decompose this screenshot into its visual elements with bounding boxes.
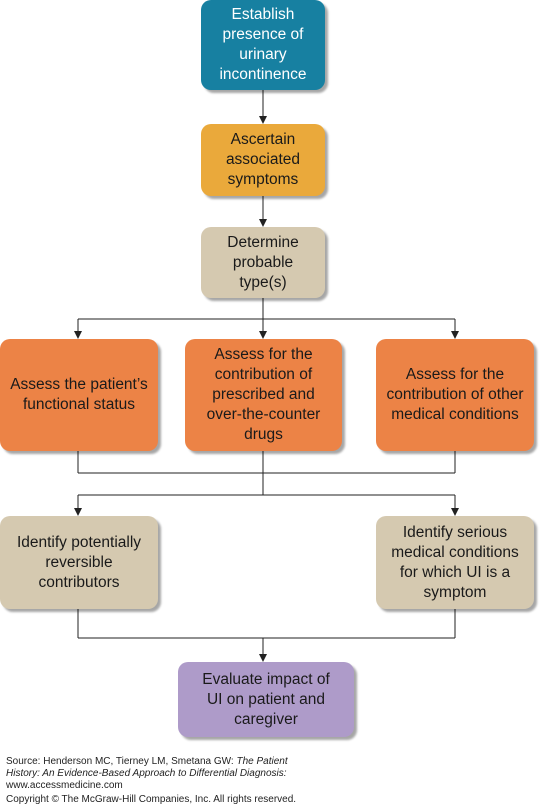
node-identify-reversible: Identify potentially reversible contribu…: [0, 516, 158, 609]
node-ascertain-symptoms: Ascertain associated symptoms: [201, 124, 325, 196]
node-determine-type: Determine probable type(s): [201, 227, 325, 298]
node-assess-drugs: Assess for the contribution of prescribe…: [185, 339, 342, 451]
node-label: Identify serious medical conditions for …: [391, 523, 519, 601]
footer-url: www.accessmedicine.com: [6, 780, 123, 791]
node-assess-functional-status: Assess the patient’s functional status: [0, 339, 158, 451]
node-evaluate-impact: Evaluate impact of UI on patient and car…: [178, 662, 354, 737]
source-prefix: Source: Henderson MC, Tierney LM, Smetan…: [6, 756, 237, 767]
node-label: Assess for the contribution of other med…: [386, 366, 524, 423]
node-label: Identify potentially reversible contribu…: [16, 533, 142, 591]
source-title-1: The Patient: [236, 756, 288, 767]
node-identify-serious-conditions: Identify serious medical conditions for …: [376, 516, 534, 609]
node-label: Ascertain associated symptoms: [225, 131, 301, 188]
node-label: Assess the patient’s functional status: [10, 376, 148, 413]
node-assess-medical-conditions: Assess for the contribution of other med…: [376, 339, 534, 451]
footer-source-line-1: Source: Henderson MC, Tierney LM, Smetan…: [6, 756, 288, 768]
footer-copyright: Copyright © The McGraw-Hill Companies, I…: [6, 794, 297, 805]
node-label: Establish presence of urinary incontinen…: [219, 6, 307, 83]
node-establish-incontinence: Establish presence of urinary incontinen…: [201, 0, 325, 90]
node-label: Assess for the contribution of prescribe…: [206, 346, 321, 443]
node-label: Determine probable type(s): [227, 233, 299, 291]
footer-source-line-2: History: An Evidence-Based Approach to D…: [6, 768, 287, 779]
node-label: Evaluate impact of UI on patient and car…: [202, 670, 330, 728]
